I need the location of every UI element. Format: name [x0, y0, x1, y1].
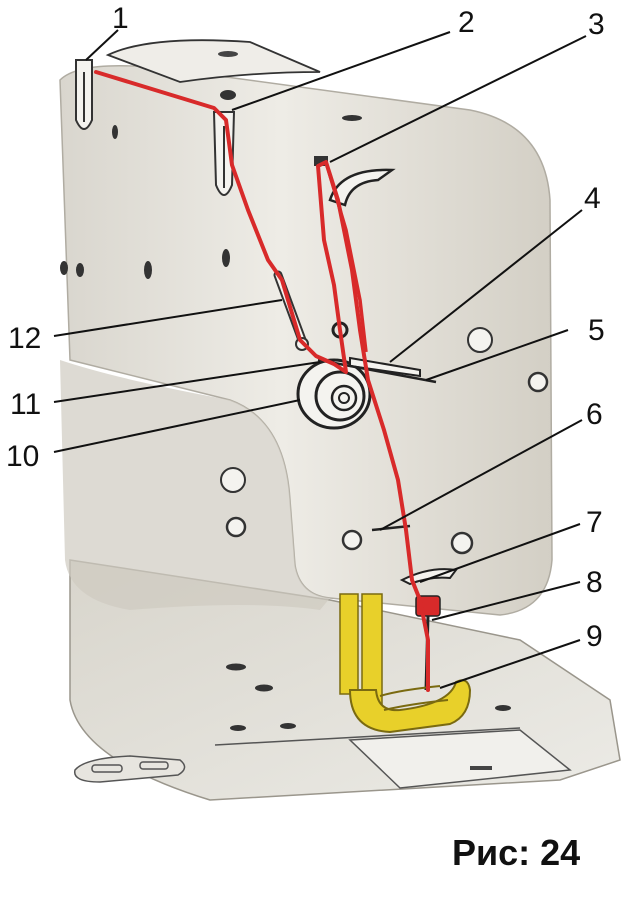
screw-hole [230, 725, 246, 731]
upper-thread-return [324, 161, 368, 353]
screw-hole [255, 684, 273, 692]
label-3: 3 [588, 8, 605, 41]
screw-hole [222, 249, 230, 267]
bed-edge-line [214, 727, 521, 746]
take-up-lever-eye [314, 156, 328, 166]
screw-hole [495, 705, 511, 711]
screw [341, 529, 363, 551]
presser-foot-toe-2 [383, 699, 449, 711]
head-shadow [60, 360, 330, 610]
screw-hole [226, 663, 246, 671]
label-5: 5 [588, 314, 605, 347]
label-10: 10 [6, 440, 39, 473]
leader-line-3 [329, 35, 587, 163]
label-6: 6 [586, 398, 603, 431]
tension-nut-center [338, 392, 350, 404]
thread-guide-4 [349, 356, 421, 378]
screw [450, 531, 474, 555]
presser-foot [348, 679, 472, 734]
take-up-lever [328, 168, 396, 207]
presser-bar-left [339, 593, 359, 695]
label-8: 8 [586, 566, 603, 599]
label-2: 2 [458, 6, 475, 39]
screw-hole [112, 125, 118, 139]
screw-hole [60, 261, 68, 275]
leader-line-7 [419, 523, 581, 583]
label-7: 7 [586, 506, 603, 539]
needle-plate [348, 729, 572, 789]
leader-line-11 [53, 361, 321, 403]
feed-slot [470, 766, 492, 770]
screw-hole [280, 723, 296, 729]
screw [225, 516, 247, 538]
bracket-slot-left [91, 764, 123, 773]
leader-line-4 [389, 209, 583, 363]
presser-foot-toe [379, 685, 441, 697]
top-cover [105, 39, 321, 83]
presser-bar-right [361, 593, 383, 705]
label-1: 1 [112, 2, 129, 35]
leader-line-12 [53, 299, 283, 337]
leader-line-6 [379, 419, 583, 531]
screw [220, 467, 246, 493]
label-11: 11 [10, 388, 41, 421]
label-12: 12 [8, 322, 41, 355]
top-cover-screw [218, 51, 238, 57]
leader-line-5 [425, 329, 569, 381]
leader-line-9 [439, 639, 581, 689]
leader-line-8 [431, 581, 581, 621]
thread-check-spring-5 [317, 358, 437, 384]
screw-hole [342, 115, 362, 121]
label-4: 4 [584, 182, 601, 215]
screw-hole [220, 90, 236, 100]
screw [467, 327, 493, 353]
label-9: 9 [586, 620, 603, 653]
bracket-slot-right [139, 761, 169, 770]
screw [527, 371, 549, 393]
leader-line-10 [53, 399, 301, 453]
leader-line-1 [85, 29, 119, 61]
upper-thread-path [94, 70, 430, 692]
screw-hole [76, 263, 84, 277]
screw-hole [144, 261, 152, 279]
leader-line-2 [231, 31, 451, 111]
leader-lines [53, 29, 587, 689]
figure-caption: Рис: 24 [452, 832, 581, 873]
